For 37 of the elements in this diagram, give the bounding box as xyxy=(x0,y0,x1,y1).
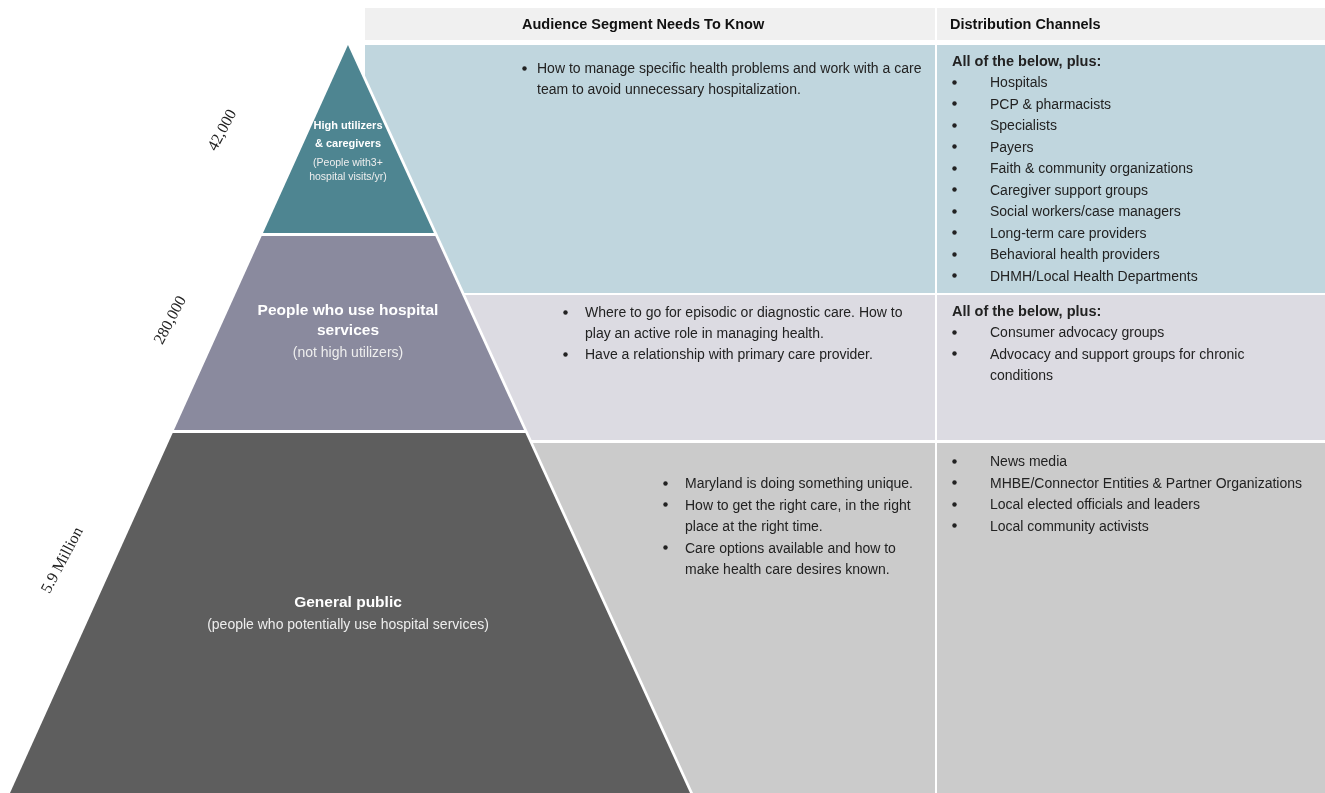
column-header: Audience Segment Needs To Know xyxy=(365,8,935,40)
tier-subtitle: (not high utilizers) xyxy=(291,344,405,361)
bullet-text: DHMH/Local Health Departments xyxy=(990,266,1199,286)
bullet-text: Maryland is doing something unique. xyxy=(685,474,914,493)
bullet-text: News media xyxy=(990,452,1069,471)
bullet-text: Faith & community organizations xyxy=(990,159,1195,178)
needs-cell xyxy=(465,295,935,440)
bullet-text: Advocacy and support groups for chronic conditions xyxy=(990,344,1246,385)
bullet-text: How to manage specific health problems and work with a care team to avoid unnecessary hospitalization. xyxy=(537,59,922,99)
bullet-text: Caregiver support groups xyxy=(990,180,1149,200)
bullet-text: MHBE/Connector Entities & Partner Organizations xyxy=(990,473,1304,493)
bullet-text: Behavioral health providers xyxy=(990,245,1161,264)
channels-cell xyxy=(937,295,1325,440)
channels-heading: All of the below, plus: xyxy=(952,302,1102,321)
bullet-text: Payers xyxy=(990,137,1035,157)
channels-cell xyxy=(937,443,1325,793)
bullet-text: Hospitals xyxy=(990,73,1049,92)
channels-cell xyxy=(937,45,1325,293)
bullet-text: Local elected officials and leaders xyxy=(990,495,1201,514)
tier-title: High utilizers & caregivers xyxy=(312,118,384,151)
bullet-text: Local community activists xyxy=(990,516,1150,536)
tier-title: People who use hospital services xyxy=(256,300,440,340)
population-count: 42,000 xyxy=(203,106,241,154)
bullet-text: How to get the right care, in the right place at the right time. xyxy=(685,495,912,536)
tier-title: General public xyxy=(293,592,403,612)
channels-heading: All of the below, plus: xyxy=(952,52,1102,71)
bullet-text: Social workers/case managers xyxy=(990,202,1182,221)
column-header: Distribution Channels xyxy=(937,8,1325,40)
bullet-text: Long-term care providers xyxy=(990,223,1148,243)
tier-subtitle: (People with3+ hospital visits/yr) xyxy=(308,156,388,183)
bullet-text: Care options available and how to make health care desires known. xyxy=(685,538,897,579)
tier-subtitle: (people who potentially use hospital services) xyxy=(206,616,490,633)
bullet-text: Consumer advocacy groups xyxy=(990,323,1166,342)
bullet-text: Have a relationship with primary care provider. xyxy=(585,345,874,364)
bullet-text: PCP & pharmacists xyxy=(990,94,1113,114)
bullet-text: Where to go for episodic or diagnostic care. How to play an active role in managing health. xyxy=(585,303,904,343)
bullet-text: Specialists xyxy=(990,116,1058,135)
